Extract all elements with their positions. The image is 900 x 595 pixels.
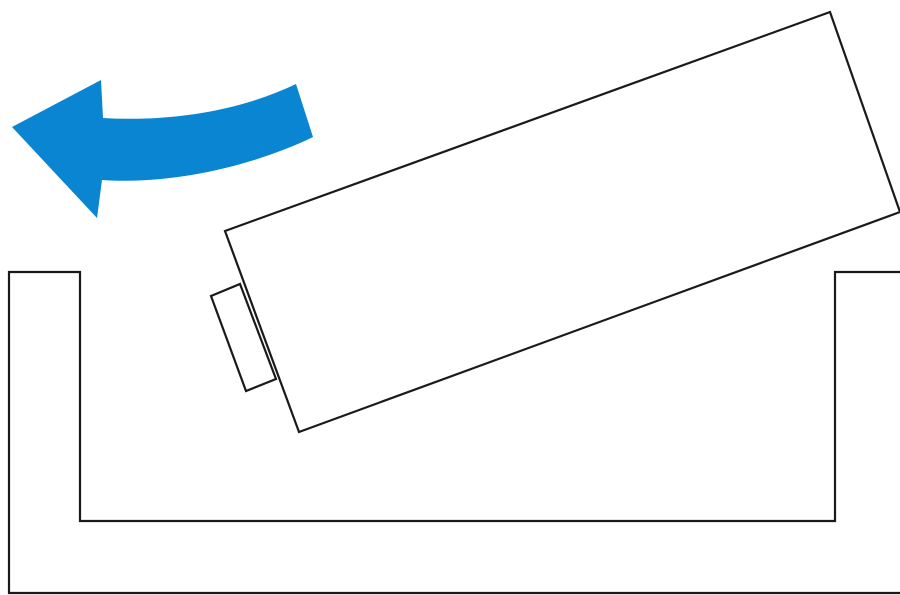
- curved-arrow-left-icon: [12, 80, 313, 218]
- battery-icon: [209, 10, 900, 434]
- battery-compartment-icon: [7, 270, 900, 595]
- battery-body: [223, 10, 900, 434]
- battery-terminal: [209, 282, 278, 393]
